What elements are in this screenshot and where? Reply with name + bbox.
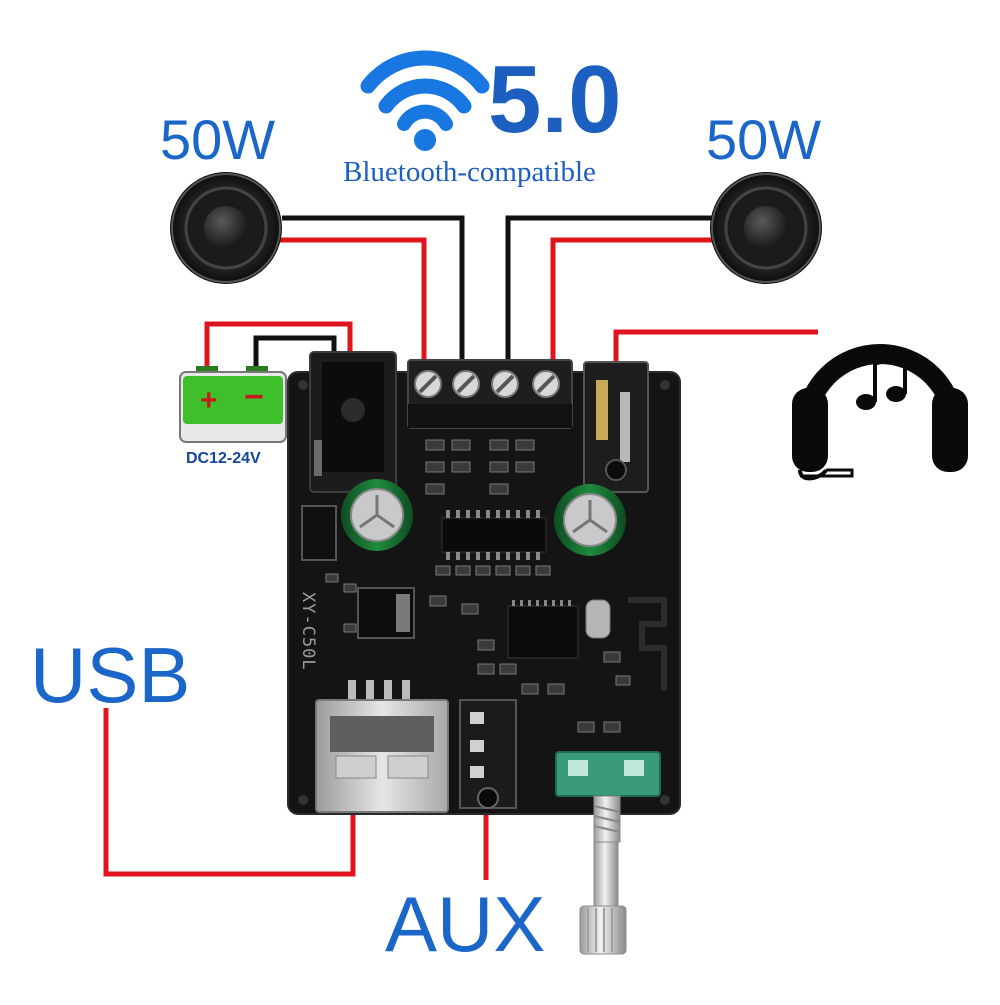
wire-headphone-red (613, 329, 818, 372)
wires (103, 215, 818, 880)
capacitor (341, 479, 413, 551)
right-speaker-power-label: 50W (706, 108, 822, 171)
left-speaker-power-label: 50W (160, 108, 276, 171)
wire-battery-black (253, 335, 337, 372)
amplifier-board (287, 351, 681, 815)
wire-right-speaker-red (550, 237, 715, 372)
headphones-icon (792, 344, 968, 481)
amplifier-chip (441, 510, 547, 560)
aux-label: AUX (385, 880, 546, 968)
wire-left-speaker-red (278, 237, 427, 372)
speaker-terminal-block (407, 359, 573, 429)
wire-left-speaker-black (282, 215, 465, 372)
usb-port (315, 680, 449, 813)
power-input-label: DC12-24V (186, 450, 261, 467)
capacitor (554, 484, 626, 556)
smd-components (325, 439, 631, 733)
battery-icon (179, 366, 287, 443)
wire-battery-red (204, 321, 353, 372)
bluetooth-version-label: 5.0 (488, 46, 622, 153)
music-note-icon (856, 348, 907, 410)
pcb-antenna (628, 597, 667, 690)
wire-right-speaker-black (505, 215, 712, 372)
wire-usb-red (103, 708, 356, 877)
wifi-signal-icon (360, 50, 490, 151)
battery-plus-sign: + (200, 384, 218, 417)
board-model-label: XY-C50L (298, 592, 318, 671)
bluetooth-chip (507, 600, 579, 659)
headphone-jack (583, 361, 649, 493)
inductor (301, 505, 337, 561)
aux-jack (459, 699, 517, 809)
voltage-regulator (357, 587, 415, 639)
crystal-oscillator (585, 599, 611, 639)
battery-minus-sign: − (244, 378, 264, 416)
dc-power-jack (309, 351, 397, 493)
volume-knob (555, 751, 661, 955)
bluetooth-caption: Bluetooth-compatible (343, 156, 596, 188)
speaker-icon (170, 172, 282, 284)
speaker-icon (710, 172, 822, 284)
usb-label: USB (30, 631, 191, 719)
